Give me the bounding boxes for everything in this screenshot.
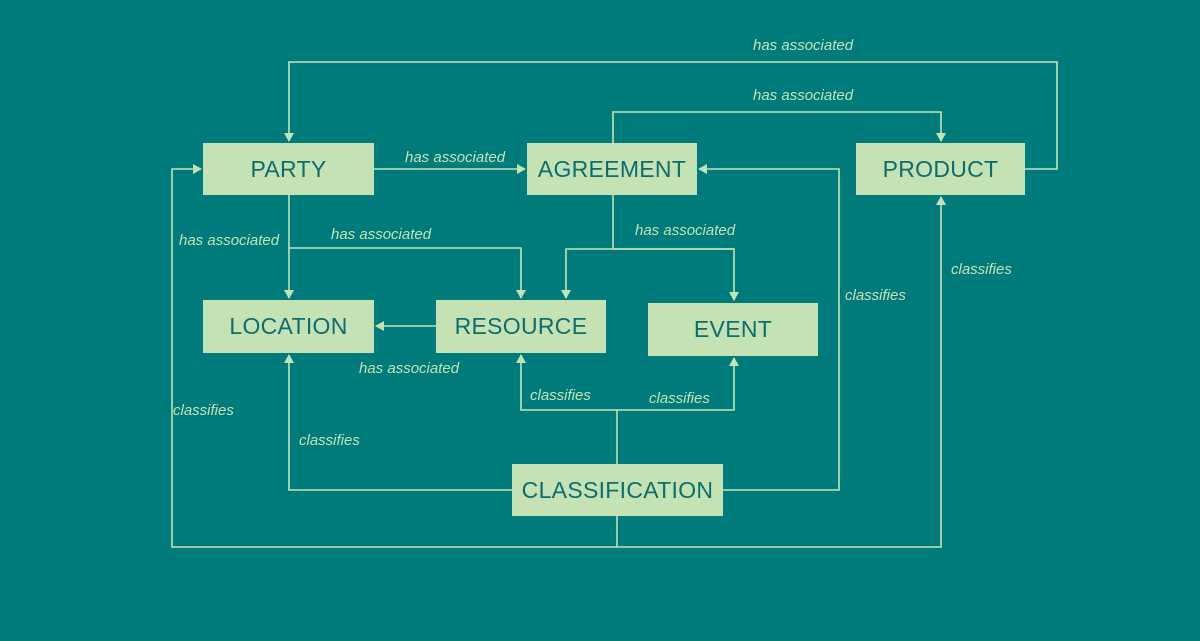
label-agreement-product: has associated — [753, 87, 854, 104]
entity-event: EVENT — [648, 303, 818, 356]
label-classifies-location: classifies — [299, 432, 360, 449]
label-classifies-event: classifies — [649, 390, 710, 407]
entity-classification-label: CLASSIFICATION — [521, 476, 714, 503]
edge-class-agreement — [698, 164, 840, 491]
entity-agreement-label: AGREEMENT — [537, 155, 687, 182]
edge-class-party — [171, 164, 617, 548]
entity-party-label: PARTY — [250, 155, 327, 182]
label-classifies-product: classifies — [951, 261, 1012, 278]
label-classifies-resource: classifies — [530, 387, 591, 404]
edge-class-product — [617, 196, 946, 548]
entity-agreement: AGREEMENT — [527, 143, 697, 195]
label-party-location: has associated — [179, 232, 280, 249]
label-classifies-party: classifies — [173, 402, 234, 419]
label-party-resource: has associated — [331, 226, 432, 243]
entity-resource-label: RESOURCE — [454, 313, 588, 339]
entity-classification: CLASSIFICATION — [512, 464, 723, 516]
edge-class-location — [284, 354, 512, 491]
edge-product-party — [284, 61, 1058, 170]
edge-agreement-product — [612, 111, 946, 143]
edge-class-resource — [516, 354, 617, 411]
entity-location: LOCATION — [203, 300, 374, 353]
entity-resource: RESOURCE — [436, 300, 606, 353]
edge-party-resource — [289, 247, 526, 299]
edge-class-event — [617, 357, 739, 411]
edge-agreement-resource — [561, 248, 734, 299]
label-resource-location: has associated — [359, 360, 460, 377]
label-agreement-resource-event: has associated — [635, 222, 736, 239]
entity-location-label: LOCATION — [229, 313, 348, 339]
entity-product-label: PRODUCT — [882, 155, 999, 182]
entity-product: PRODUCT — [856, 143, 1025, 195]
label-classifies-agreement: classifies — [845, 287, 906, 304]
label-product-party: has associated — [753, 37, 854, 54]
entity-party: PARTY — [203, 143, 374, 195]
label-party-agreement: has associated — [405, 149, 506, 166]
entity-event-label: EVENT — [693, 316, 773, 342]
edge-agreement-event — [613, 248, 739, 301]
